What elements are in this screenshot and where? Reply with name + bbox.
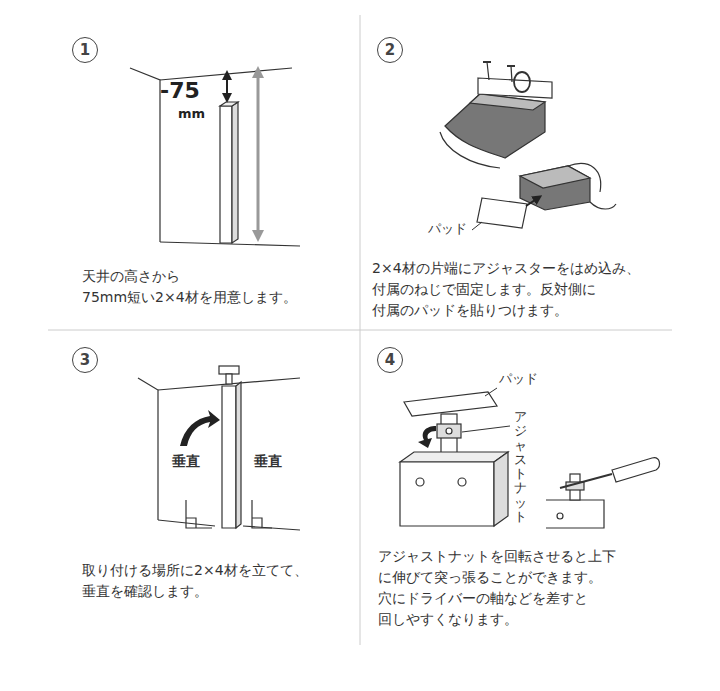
dimension-unit: mm (178, 106, 205, 122)
callout-number: 1 (80, 41, 90, 59)
screwdriver-figure (546, 458, 659, 528)
part-label-vertical: アジャストナット (514, 410, 527, 524)
step-number-circle: 1 (72, 37, 98, 63)
direction-label: 垂直 (254, 452, 282, 470)
panel-divider (48, 15, 672, 645)
leader-line (472, 222, 482, 230)
leader-line (462, 426, 510, 432)
stud-post (219, 366, 241, 528)
direction-label: 垂直 (172, 452, 200, 470)
adjuster-closeup (400, 392, 508, 526)
callout-number: 4 (385, 351, 395, 369)
part-label: パッド (499, 370, 538, 388)
adjuster-assembly (440, 62, 552, 168)
pad-piece (477, 198, 527, 228)
step-text: 天井の高さから 75mm短い2×4材を用意します。 (82, 266, 312, 308)
room-corner (130, 68, 300, 246)
step-text: 取り付ける場所に2×4材を立てて、 垂直を確認します。 (82, 560, 337, 602)
height-arrow (257, 72, 260, 236)
rotate-arrow (418, 426, 436, 448)
dimension-value: -75 (160, 78, 200, 104)
step-text: アジャストナットを回転させると上下 に伸びて突っ張ることができます。 穴にドライ… (378, 546, 633, 630)
level-mark (186, 500, 272, 528)
leader-line (485, 388, 497, 396)
room-corner (138, 378, 300, 530)
callout-number: 3 (80, 351, 90, 369)
callout-number: 2 (385, 41, 395, 59)
insert-arrow (526, 198, 538, 206)
step-number-circle: 3 (72, 347, 98, 373)
part-label: パッド (428, 220, 467, 238)
stud-post (220, 102, 238, 243)
rotate-arrow (180, 410, 220, 446)
step-number-circle: 4 (377, 347, 403, 373)
step-text: 2×4材の片端にアジャスターをはめ込み、 付属のねじで固定します。反対側に 付属… (372, 258, 677, 321)
wood-block (520, 164, 616, 210)
step-number-circle: 2 (377, 37, 403, 63)
gap-arrow (226, 75, 228, 98)
